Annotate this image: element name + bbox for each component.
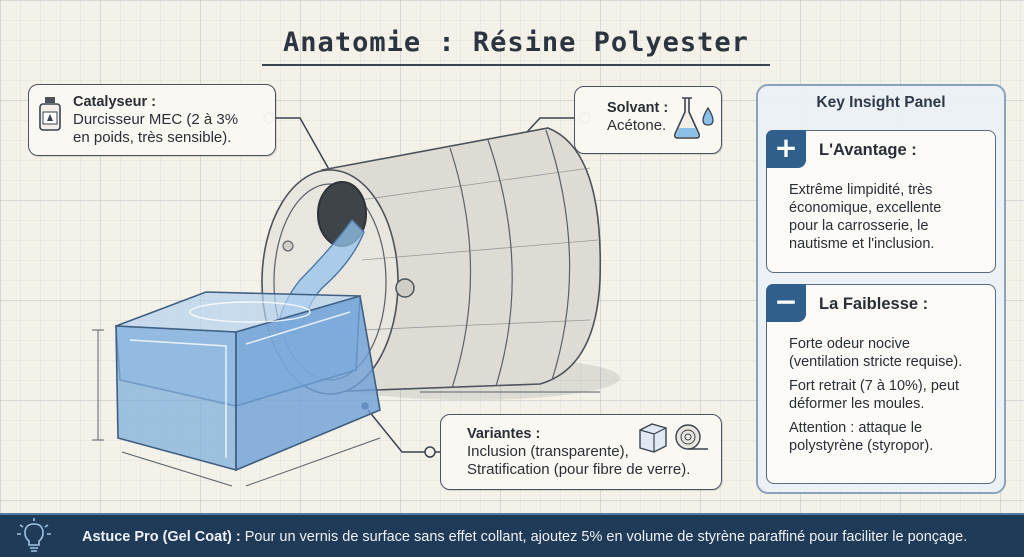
solvant-callout: Solvant : Acétone. xyxy=(574,86,722,154)
weakness-line: polystyrène (styropor). xyxy=(789,438,934,454)
key-insight-panel-title: Key Insight Panel xyxy=(816,94,946,111)
variantes-line-2: Stratification (pour fibre de verre). xyxy=(467,461,691,478)
title-underline xyxy=(262,64,770,66)
variantes-callout: Variantes : Inclusion (transparente), St… xyxy=(440,414,722,490)
solvant-line-1: Acétone. xyxy=(607,117,667,134)
catalyseur-callout: Catalyseur : Durcisseur MEC (2 à 3% en p… xyxy=(28,84,276,156)
page-title: Anatomie : Résine Polyester xyxy=(283,27,749,58)
weakness-body: Forte odeur nocive (ventilation stricte … xyxy=(789,335,985,461)
weakness-line: déformer les moules. xyxy=(789,396,925,412)
variantes-line-1: Inclusion (transparente), xyxy=(467,443,629,460)
bottle-icon xyxy=(39,97,61,131)
catalyseur-line-2: en poids, très sensible). xyxy=(73,129,232,146)
advantage-heading: L'Avantage : xyxy=(819,141,917,159)
weakness-line: (ventilation stricte requise). xyxy=(789,354,963,370)
weakness-point-shrinkage: Fort retrait (7 à 10%), peut déformer le… xyxy=(789,377,985,413)
weakness-heading: La Faiblesse : xyxy=(819,295,929,313)
variantes-heading: Variantes : xyxy=(467,426,541,442)
weakness-card: − La Faiblesse : Forte odeur nocive (ven… xyxy=(766,284,996,484)
advantage-line: Extrême limpidité, très xyxy=(789,182,933,198)
weakness-line: Fort retrait (7 à 10%), peut xyxy=(789,378,960,394)
catalyseur-line-1: Durcisseur MEC (2 à 3% xyxy=(73,111,239,128)
cube-roll-icon xyxy=(639,423,708,453)
weakness-point-polystyrene: Attention : attaque le polystyrène (styr… xyxy=(789,419,985,455)
advantage-line: pour la carrosserie, le xyxy=(789,218,929,234)
pro-tip-bar: Astuce Pro (Gel Coat) : Pour un vernis d… xyxy=(0,513,1024,557)
weakness-point-odor: Forte odeur nocive (ventilation stricte … xyxy=(789,335,985,371)
solvant-heading: Solvant : xyxy=(607,100,669,116)
pro-tip-text: Pour un vernis de surface sans effet col… xyxy=(240,529,968,545)
weakness-line: Forte odeur nocive xyxy=(789,336,910,352)
minus-icon: − xyxy=(766,284,806,322)
catalyseur-heading: Catalyseur : xyxy=(73,94,157,110)
lightbulb-icon xyxy=(17,518,51,552)
weakness-line: Attention : attaque le xyxy=(789,420,923,436)
variantes-connector xyxy=(367,409,440,453)
advantage-card: + L'Avantage : Extrême limpidité, très é… xyxy=(766,130,996,273)
plus-icon: + xyxy=(766,130,806,168)
pro-tip-label: Astuce Pro (Gel Coat) : xyxy=(82,529,241,545)
advantage-body: Extrême limpidité, très économique, exce… xyxy=(789,181,985,253)
flask-drop-icon xyxy=(674,97,714,139)
advantage-line: économique, excellente xyxy=(789,200,942,216)
advantage-line: nautisme et l'inclusion. xyxy=(789,236,935,252)
